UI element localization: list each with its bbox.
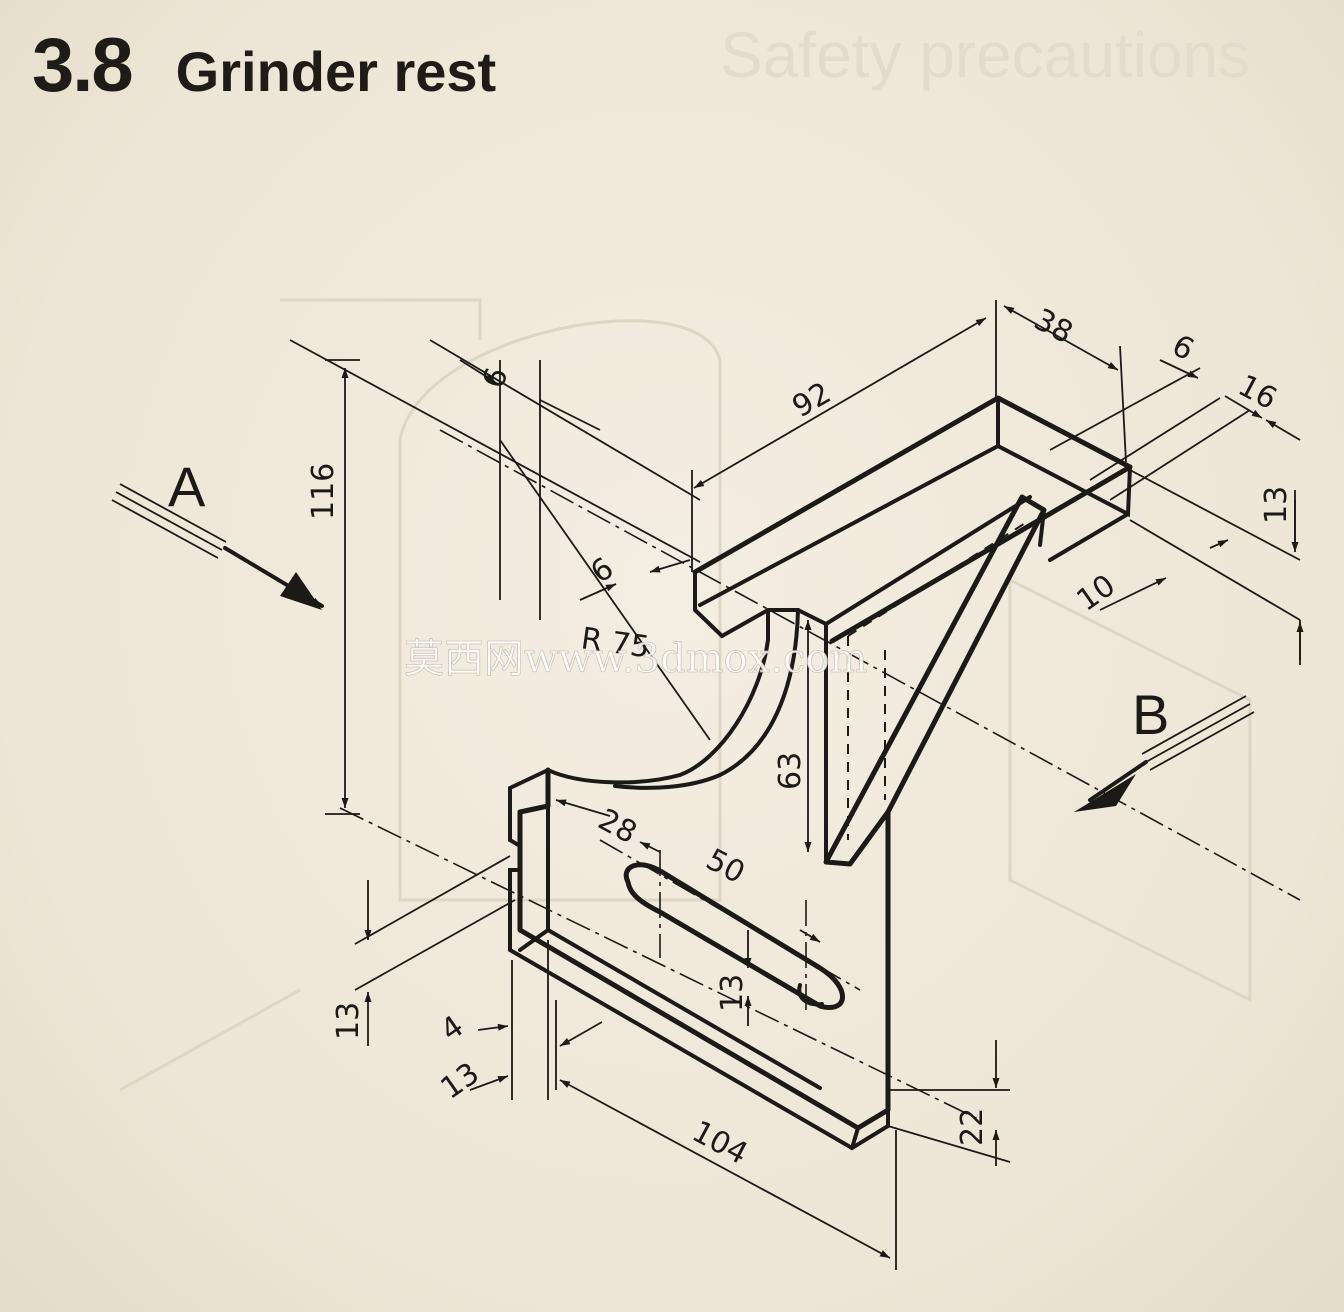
dim-50: 50: [700, 842, 750, 891]
dim-104: 104: [686, 1114, 753, 1172]
watermark: 莫西网www.3dmox.com: [404, 636, 867, 682]
dim-13-bottom: 13: [435, 1056, 486, 1107]
center-line-main: [439, 429, 1301, 901]
view-label-a: A: [168, 455, 206, 518]
dim-6-top: 6: [476, 363, 515, 392]
rib-hidden-edges: [847, 519, 1031, 840]
show-through-print: Safety precautions: [720, 19, 1251, 91]
dim-13-slot: 13: [715, 974, 750, 1012]
dim-10: 10: [1071, 568, 1122, 619]
section-number: 3.8: [32, 23, 134, 108]
show-through-shapes: [119, 298, 1252, 1092]
dim-6-right: 6: [1166, 328, 1199, 368]
slot-outline: [623, 862, 845, 1010]
rest-bar-right-underside: [1048, 512, 1130, 562]
section-title: Grinder rest: [175, 40, 497, 103]
dim-4: 4: [435, 1009, 471, 1049]
dim-28: 28: [592, 802, 642, 851]
view-label-b: B: [1132, 683, 1169, 746]
dimension-lines: [289, 300, 1304, 1270]
dim-13-left: 13: [331, 1002, 366, 1040]
view-b-arrow: [1074, 695, 1255, 812]
rest-bar-lower-edge: [996, 396, 1132, 518]
grinder-rest-object: [339, 395, 1301, 1151]
dim-13-right: 13: [1259, 486, 1294, 524]
neck-back-curve: [613, 608, 800, 790]
dim-16: 16: [1232, 368, 1282, 417]
triangular-rib: [823, 494, 1047, 867]
rest-bar-top-face: [692, 395, 1133, 644]
dim-22: 22: [955, 1108, 990, 1146]
base-plate-top: [517, 767, 891, 1131]
base-plate-left-notches: [508, 768, 550, 952]
dim-63: 63: [773, 752, 808, 790]
rest-bar-inner-edge: [698, 444, 1000, 607]
dim-116: 116: [306, 463, 341, 520]
neck-front-curve: [546, 608, 770, 785]
view-a-arrow: [111, 483, 324, 610]
rest-bar-front-edge: [693, 570, 724, 638]
section-heading: 3.8 Grinder rest: [32, 22, 496, 109]
dim-92: 92: [787, 376, 838, 425]
